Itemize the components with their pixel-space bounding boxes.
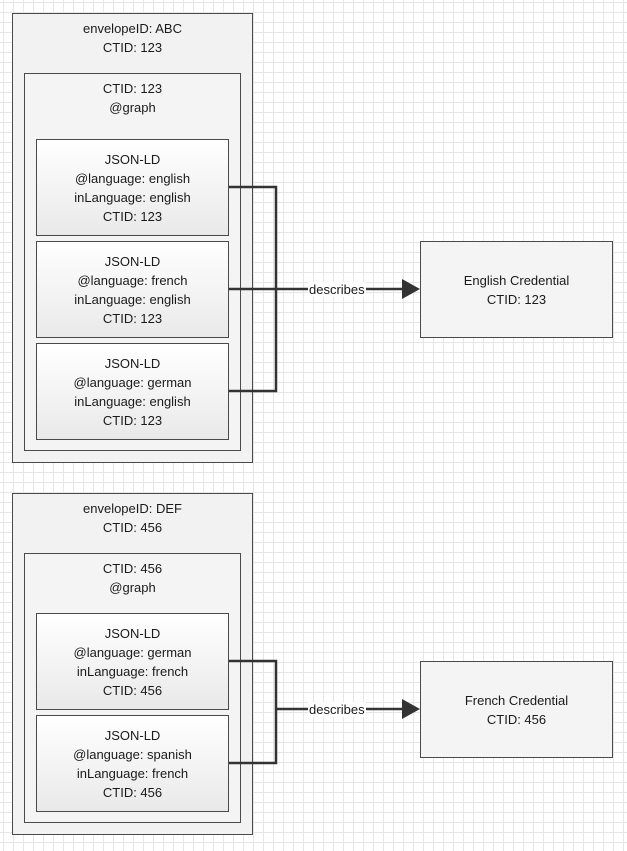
graph-label: @graph bbox=[109, 100, 156, 115]
doc-language: @language: german bbox=[73, 375, 192, 390]
envelope-def-header: envelopeID: DEF CTID: 456 bbox=[13, 499, 252, 537]
doc-language: @language: spanish bbox=[73, 747, 192, 762]
envelope-ctid-label: CTID: 123 bbox=[102, 40, 163, 55]
english-credential-box: English Credential CTID: 123 bbox=[420, 241, 613, 338]
json-ld-doc-german-456: JSON-LD @language: german inLanguage: fr… bbox=[36, 613, 229, 710]
json-ld-doc-spanish-456: JSON-LD @language: spanish inLanguage: f… bbox=[36, 715, 229, 812]
json-ld-doc-french: JSON-LD @language: french inLanguage: en… bbox=[36, 241, 229, 338]
arrowhead bbox=[402, 279, 420, 299]
credential-name: English Credential bbox=[463, 272, 570, 288]
doc-type: JSON-LD bbox=[104, 626, 161, 641]
graph-abc-header: CTID: 123 @graph bbox=[25, 79, 240, 117]
graph-ctid-label: CTID: 456 bbox=[102, 561, 163, 576]
doc-ctid: CTID: 123 bbox=[102, 209, 163, 224]
describes-edge-label: describes bbox=[308, 282, 366, 297]
doc-ctid: CTID: 456 bbox=[102, 785, 163, 800]
doc-language: @language: german bbox=[73, 645, 192, 660]
french-credential-box: French Credential CTID: 456 bbox=[420, 661, 613, 758]
doc-in-language: inLanguage: english bbox=[74, 292, 191, 307]
doc-in-language: inLanguage: french bbox=[76, 766, 189, 781]
json-ld-doc-german: JSON-LD @language: german inLanguage: en… bbox=[36, 343, 229, 440]
graph-def-header: CTID: 456 @graph bbox=[25, 559, 240, 597]
envelope-id-label: envelopeID: ABC bbox=[82, 21, 182, 36]
doc-in-language: inLanguage: english bbox=[74, 394, 191, 409]
envelope-id-label: envelopeID: DEF bbox=[83, 501, 182, 516]
credential-ctid: CTID: 456 bbox=[486, 711, 547, 727]
json-ld-doc-english: JSON-LD @language: english inLanguage: e… bbox=[36, 139, 229, 236]
credential-name: French Credential bbox=[464, 692, 569, 708]
describes-edge-label: describes bbox=[308, 702, 366, 717]
doc-ctid: CTID: 123 bbox=[102, 413, 163, 428]
doc-type: JSON-LD bbox=[104, 356, 161, 371]
credential-ctid: CTID: 123 bbox=[486, 291, 547, 307]
doc-type: JSON-LD bbox=[104, 254, 161, 269]
doc-in-language: inLanguage: french bbox=[76, 664, 189, 679]
envelope-abc-header: envelopeID: ABC CTID: 123 bbox=[13, 19, 252, 57]
doc-language: @language: french bbox=[77, 273, 188, 288]
graph-ctid-label: CTID: 123 bbox=[102, 81, 163, 96]
graph-label: @graph bbox=[109, 580, 156, 595]
doc-type: JSON-LD bbox=[104, 152, 161, 167]
doc-ctid: CTID: 123 bbox=[102, 311, 163, 326]
doc-language: @language: english bbox=[74, 171, 191, 186]
connector-line bbox=[229, 659, 278, 765]
doc-ctid: CTID: 456 bbox=[102, 683, 163, 698]
doc-in-language: inLanguage: english bbox=[74, 190, 191, 205]
envelope-ctid-label: CTID: 456 bbox=[102, 520, 163, 535]
doc-type: JSON-LD bbox=[104, 728, 161, 743]
arrowhead bbox=[402, 699, 420, 719]
